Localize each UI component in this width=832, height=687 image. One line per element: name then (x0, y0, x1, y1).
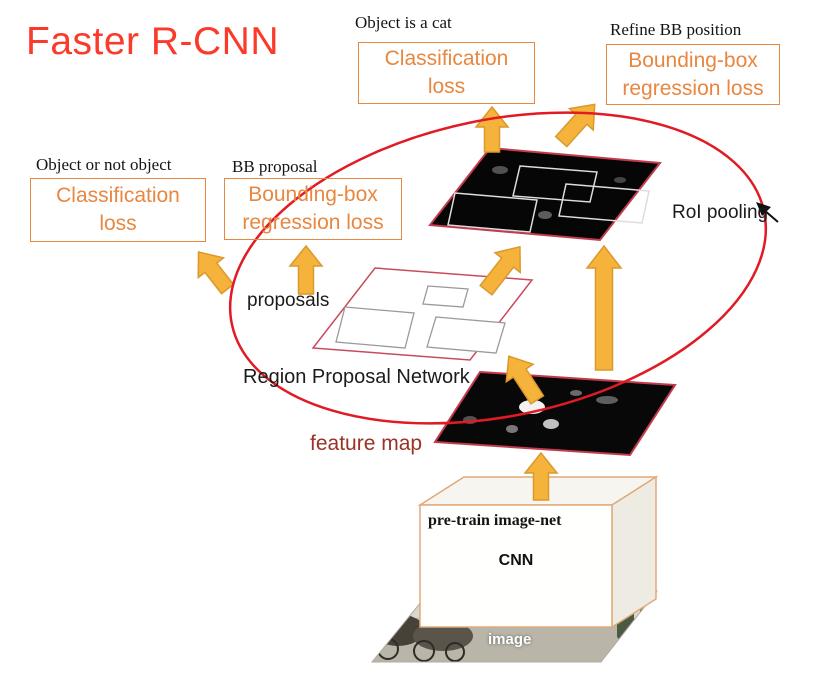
activation-blob (538, 211, 552, 219)
roi-box (512, 165, 598, 203)
photo-wheel (445, 642, 465, 662)
activation-blob (570, 390, 582, 396)
arrow-to-bbox-regression-top-wrap (554, 103, 596, 148)
arrow-proposals-to-roi-wrap (479, 245, 521, 296)
label-feature-map: feature map (310, 432, 423, 455)
proposal-box (422, 285, 469, 308)
label-region-proposal-network: Region Proposal Network (243, 366, 470, 388)
roi-surface (428, 146, 662, 242)
roi-pointer-line (763, 209, 779, 223)
label-object-or-not-object: Object or not object (36, 155, 172, 174)
bbox-regression-left-line2: regression loss (242, 211, 384, 234)
label-pretrain-imagenet: pre-train image-net (428, 512, 562, 529)
bbox-regression-loss-box-top: Bounding-box regression loss (606, 44, 780, 105)
classification-loss-top-line1: Classification (384, 47, 509, 71)
roi-pooling-plane (428, 146, 662, 242)
activation-blob (614, 177, 626, 183)
proposal-box (426, 316, 506, 354)
classification-loss-left-line1: Classification (56, 184, 180, 208)
arrow-featuremap-to-rpn-wrap (505, 355, 545, 405)
arrow-to-bbox-regression-top (554, 103, 596, 148)
label-proposals: proposals (247, 290, 330, 311)
roi-pointer-head (756, 202, 771, 216)
page-title: Faster R-CNN (26, 20, 280, 63)
activation-blob (492, 166, 508, 174)
label-object-is-a-cat: Object is a cat (355, 13, 452, 32)
photo-wheel (413, 640, 435, 662)
label-roi-pooling: RoI pooling (672, 202, 769, 223)
bbox-regression-loss-box-left: Bounding-box regression loss (224, 178, 402, 240)
activation-blob (506, 425, 518, 433)
label-bb-proposal: BB proposal (232, 157, 318, 176)
classification-loss-top-line2: loss (427, 75, 466, 98)
arrow-to-classification-left-wrap (197, 251, 235, 295)
arrow-to-classification-left (197, 251, 235, 295)
activation-blob (596, 396, 618, 404)
proposals-plane (311, 267, 534, 361)
cnn-box (417, 475, 659, 629)
classification-loss-box-left: Classification loss (30, 178, 206, 242)
label-cnn: CNN (498, 552, 534, 569)
bbox-regression-left-line1: Bounding-box (248, 183, 378, 207)
arrow-to-classification-top (474, 105, 510, 153)
feature-map-surface (433, 370, 677, 457)
arrow-to-bbox-regression-left (288, 244, 324, 295)
arrow-featuremap-to-rpn (505, 355, 545, 405)
roi-pointer-arrow (756, 202, 779, 223)
proposal-box (335, 306, 415, 349)
label-image: image (488, 631, 532, 648)
arrow-featuremap-to-roi (585, 244, 623, 371)
arrow-proposals-to-roi (479, 245, 521, 296)
label-refine-bb-position: Refine BB position (610, 20, 742, 39)
roi-box (447, 192, 538, 233)
roi-box (558, 183, 650, 224)
cnn-box-front-face (419, 504, 613, 628)
classification-loss-left-line2: loss (99, 212, 137, 235)
feature-map-plane (433, 370, 677, 457)
classification-loss-box-top: Classification loss (358, 42, 535, 104)
bbox-regression-top-line2: regression loss (622, 76, 764, 100)
bbox-regression-top-line1: Bounding-box (628, 48, 758, 72)
activation-blob (543, 419, 559, 429)
arrow-cnn-to-featuremap (523, 451, 559, 501)
